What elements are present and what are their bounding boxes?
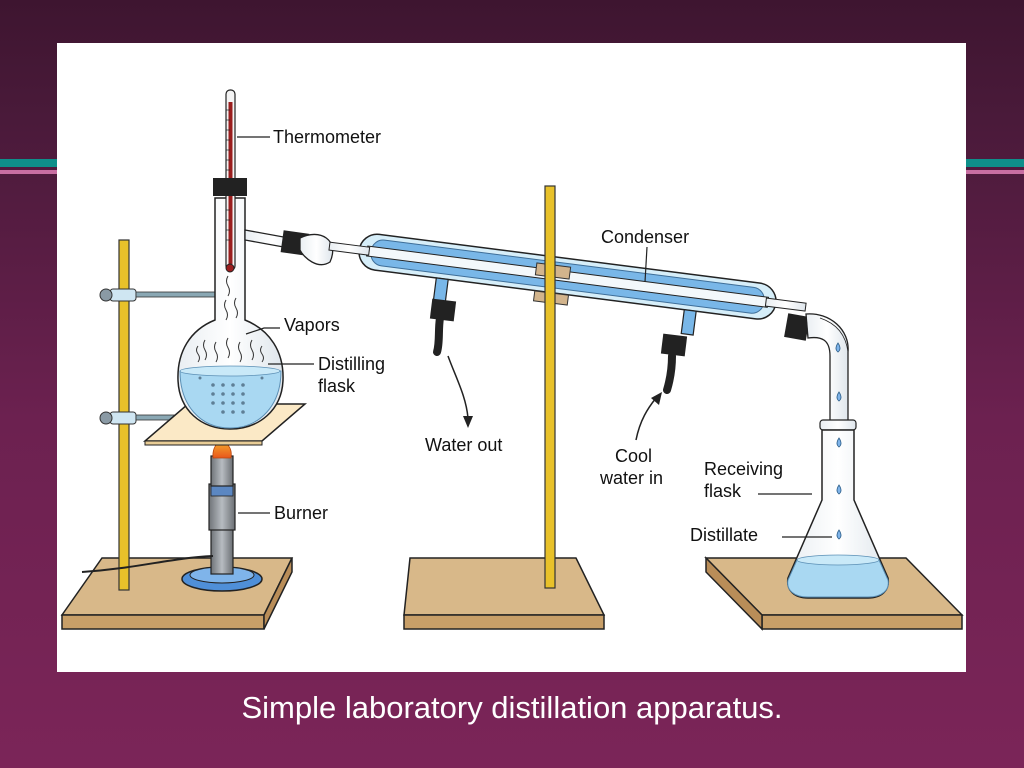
receiver-adapter bbox=[784, 313, 848, 426]
label-receiving-flask-1: Receiving bbox=[704, 459, 783, 479]
distillation-diagram: Thermometer Condenser Vapors Distilling … bbox=[57, 43, 966, 672]
hose-water-out bbox=[430, 299, 456, 352]
receiving-flask bbox=[788, 420, 889, 598]
flask-stopper bbox=[213, 178, 247, 196]
label-condenser: Condenser bbox=[601, 227, 689, 247]
label-water-out: Water out bbox=[425, 435, 502, 455]
diagram-panel: Thermometer Condenser Vapors Distilling … bbox=[57, 43, 966, 672]
left-base bbox=[62, 558, 292, 629]
label-receiving-flask-2: flask bbox=[704, 481, 742, 501]
condenser bbox=[324, 228, 808, 349]
label-distilling-flask-1: Distilling bbox=[318, 354, 385, 374]
slide-caption: Simple laboratory distillation apparatus… bbox=[0, 690, 1024, 726]
adapter-stopper bbox=[281, 230, 333, 264]
water-out-arrow bbox=[448, 356, 473, 428]
hose-water-in bbox=[661, 334, 687, 390]
water-in-arrow bbox=[636, 392, 662, 440]
label-burner: Burner bbox=[274, 503, 328, 523]
label-distilling-flask-2: flask bbox=[318, 376, 356, 396]
label-thermometer: Thermometer bbox=[273, 127, 381, 147]
label-distillate: Distillate bbox=[690, 525, 758, 545]
label-cool-water-2: water in bbox=[599, 468, 663, 488]
label-vapors: Vapors bbox=[284, 315, 340, 335]
distilling-flask bbox=[178, 198, 300, 429]
middle-base bbox=[404, 558, 604, 629]
middle-support-rod bbox=[545, 186, 555, 588]
label-cool-water-1: Cool bbox=[615, 446, 652, 466]
